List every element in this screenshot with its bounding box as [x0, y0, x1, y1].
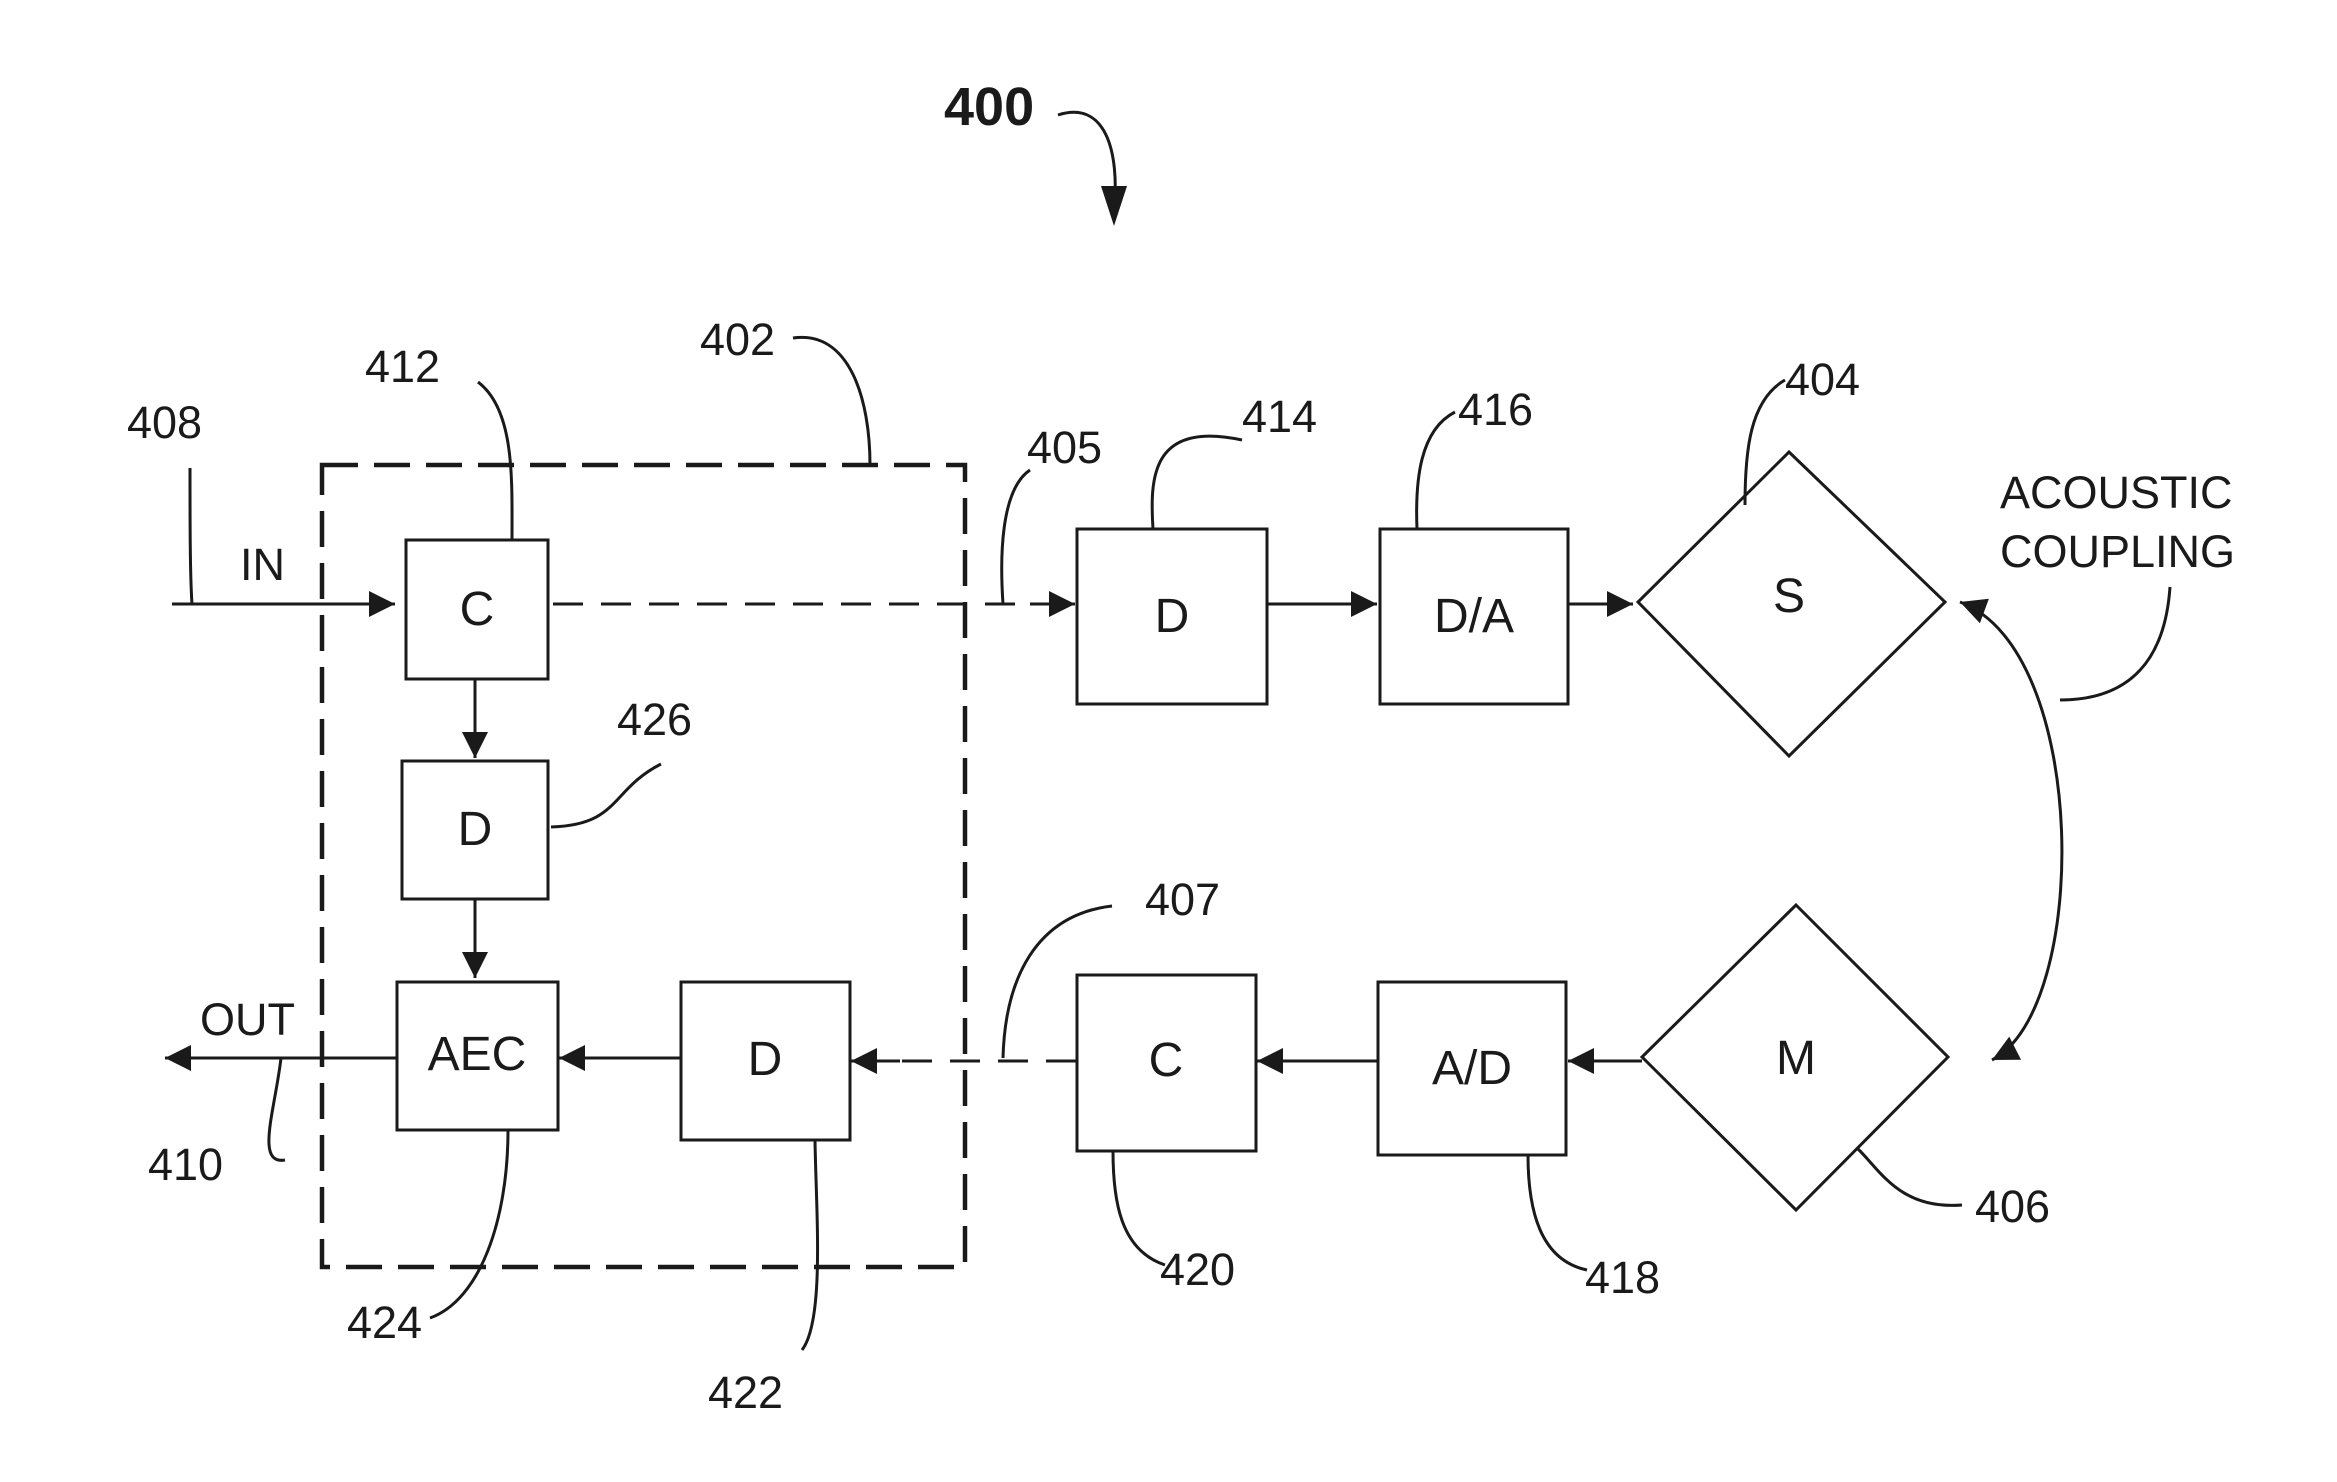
acoustic-coupling-label-line2: COUPLING [2000, 526, 2235, 577]
ref-412: 412 [365, 341, 440, 392]
leader-414 [1152, 436, 1242, 529]
block-d-426-label: D [458, 803, 493, 856]
ref-422: 422 [708, 1367, 783, 1418]
ref-410: 410 [148, 1139, 223, 1190]
block-d-414: D [1077, 529, 1267, 704]
block-c-420-label: C [1149, 1034, 1184, 1087]
block-ad-418-label: A/D [1432, 1042, 1512, 1095]
ref-402: 402 [700, 314, 775, 365]
block-aec-424-label: AEC [428, 1028, 527, 1081]
leader-412 [478, 382, 512, 540]
leader-406 [1858, 1149, 1962, 1205]
ref-418: 418 [1585, 1252, 1660, 1303]
leader-416 [1417, 412, 1455, 529]
leader-acoustic-coupling [2060, 587, 2170, 700]
ref-424: 424 [347, 1297, 422, 1348]
block-mic-406-label: M [1776, 1032, 1816, 1085]
ref-426: 426 [617, 694, 692, 745]
leader-410 [269, 1058, 285, 1160]
leader-408 [190, 468, 192, 604]
figure-arrow-head [1101, 186, 1127, 226]
block-mic-406: M [1642, 905, 1948, 1210]
block-ad-418: A/D [1378, 982, 1566, 1155]
leader-426 [551, 764, 661, 827]
figure-number: 400 [944, 77, 1034, 137]
acoustic-coupling-label-line1: ACOUSTIC [2000, 467, 2233, 518]
ref-407: 407 [1145, 874, 1220, 925]
block-c-412-label: C [460, 583, 495, 636]
leader-405 [1002, 470, 1030, 604]
block-c-412: C [406, 540, 548, 679]
ref-420: 420 [1160, 1244, 1235, 1295]
leader-424 [430, 1130, 508, 1318]
block-c-420: C [1077, 975, 1256, 1151]
output-label: OUT [200, 994, 295, 1045]
block-aec-424: AEC [397, 982, 558, 1130]
leader-418 [1528, 1155, 1587, 1270]
leader-402 [793, 337, 870, 465]
ref-416: 416 [1458, 384, 1533, 435]
block-d-422-label: D [748, 1033, 783, 1086]
ref-405: 405 [1027, 422, 1102, 473]
block-da-416-label: D/A [1434, 590, 1514, 643]
ref-404: 404 [1785, 354, 1860, 405]
block-da-416: D/A [1380, 529, 1568, 704]
block-d-414-label: D [1155, 590, 1190, 643]
block-speaker-404: S [1638, 452, 1945, 756]
acoustic-coupling-arc [1960, 602, 2062, 1060]
block-speaker-404-label: S [1773, 570, 1805, 623]
block-d-422: D [681, 982, 850, 1140]
ref-414: 414 [1242, 391, 1317, 442]
leader-420 [1113, 1151, 1165, 1265]
block-d-426: D [402, 761, 548, 899]
leader-422 [802, 1140, 818, 1350]
ref-406: 406 [1975, 1181, 2050, 1232]
input-label: IN [240, 539, 285, 590]
ref-408: 408 [127, 397, 202, 448]
